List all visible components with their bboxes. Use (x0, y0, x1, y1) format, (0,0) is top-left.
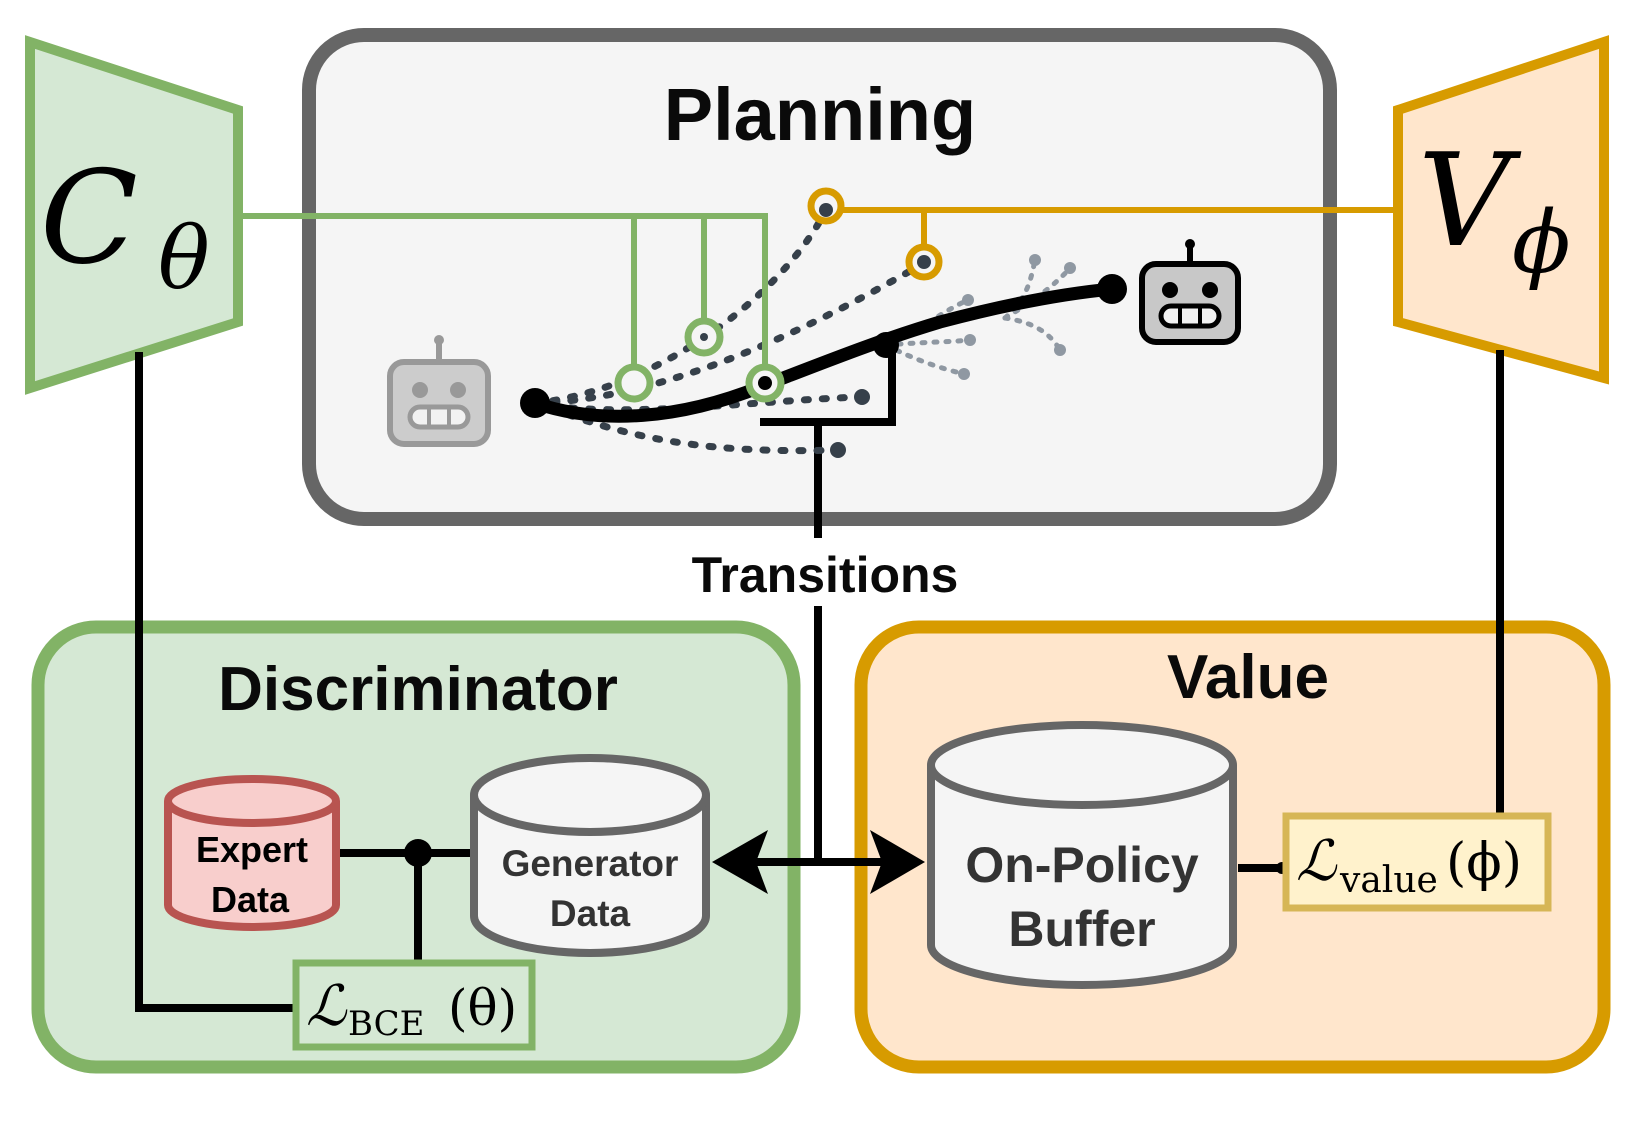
critic-network: C θ (25, 35, 243, 395)
transition-bracket (760, 346, 896, 426)
value-network: V ϕ (1393, 35, 1609, 385)
buffer-line2: Buffer (1008, 901, 1155, 957)
faded-rollout (1002, 257, 1038, 321)
transitions-label: Transitions (692, 547, 959, 603)
critic-to-bce-line (135, 352, 296, 1012)
value-loss-sub: value (1339, 860, 1438, 901)
rollout-end-dot (854, 389, 870, 405)
expert-data-line1: Expert (196, 829, 308, 870)
rollout-end-dot (830, 442, 846, 458)
bce-loss-script: ℒ (306, 974, 348, 1039)
bce-loss-sub: BCE (348, 1004, 424, 1044)
robot-start-icon (387, 335, 491, 447)
path-start-dot (520, 388, 550, 418)
value-eval-lines (841, 207, 1398, 250)
on-policy-buffer-db: On-Policy Buffer (927, 721, 1237, 989)
value-title: Value (1167, 643, 1329, 712)
arrowhead-right (870, 830, 925, 894)
critic-symbol: C (40, 144, 138, 293)
bce-loss-arg: (θ) (448, 979, 517, 1037)
critic-eval-nodes (614, 317, 785, 403)
black-connectors (135, 346, 1504, 1012)
robot-goal-icon (1139, 239, 1241, 345)
faded-end-dots (958, 254, 1076, 380)
rollout-path (531, 259, 928, 407)
faded-rollout (883, 342, 967, 377)
executed-path (528, 282, 1119, 423)
value-loss-script: ℒ (1296, 829, 1338, 894)
discriminator-title: Discriminator (218, 655, 618, 724)
value-net-subscript: ϕ (1512, 193, 1571, 293)
faded-rollout (1002, 315, 1063, 353)
expert-data-db: Expert Data (164, 775, 340, 931)
generator-data-db: Generator Data (470, 754, 710, 957)
join-dot (404, 839, 432, 867)
arrowhead-left (712, 830, 768, 894)
critic-subscript: θ (158, 209, 210, 309)
generator-data-line2: Data (550, 893, 631, 934)
expert-data-line2: Data (211, 879, 290, 920)
value-eval-nodes (807, 187, 943, 281)
generator-data-line1: Generator (502, 843, 679, 884)
path-end-dot (1097, 274, 1127, 304)
critic-eval-lines (238, 213, 768, 372)
value-net-symbol: V (1418, 127, 1522, 276)
path-mid-dot (873, 332, 899, 358)
bce-loss-box: ℒ BCE (θ) (292, 959, 536, 1051)
rollout-path (531, 399, 842, 455)
buffer-line1: On-Policy (965, 837, 1199, 893)
value-loss-arg: (ϕ) (1446, 833, 1522, 893)
value-loss-box: ℒ value (ϕ) (1282, 812, 1552, 912)
planning-title: Planning (664, 73, 976, 156)
